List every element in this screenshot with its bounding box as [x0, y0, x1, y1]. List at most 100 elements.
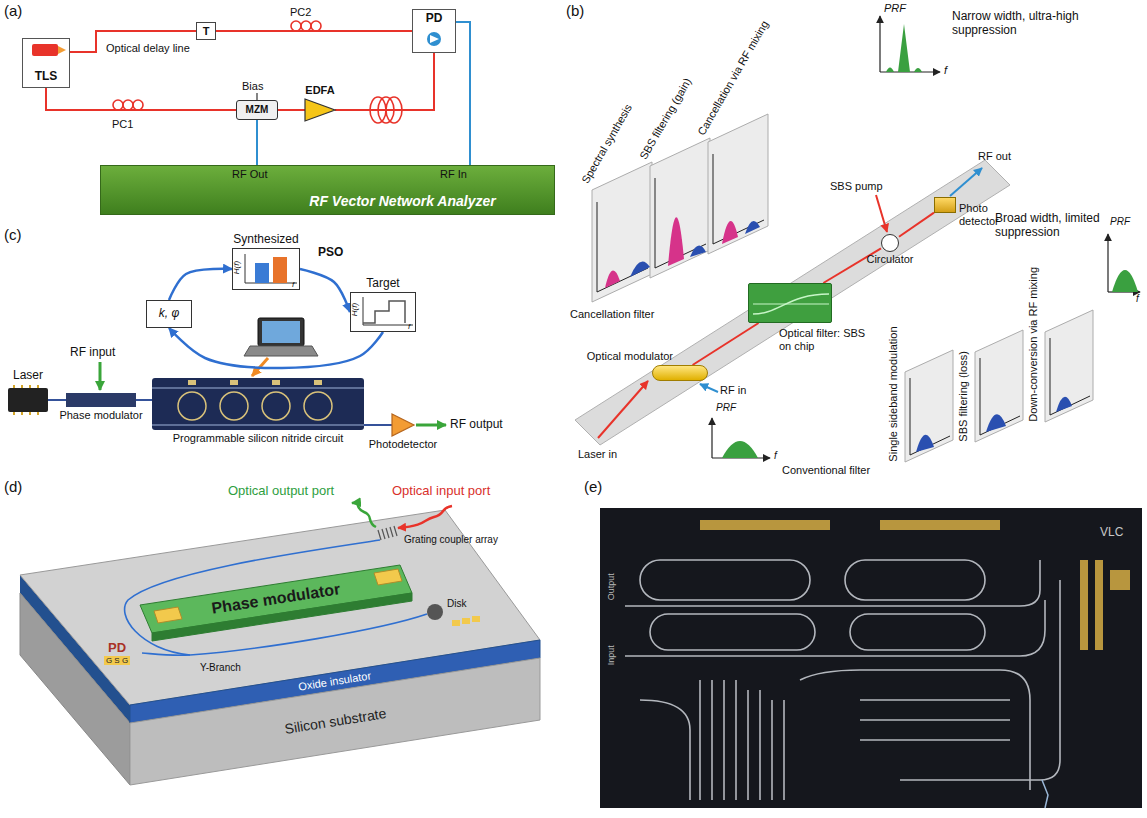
node-text: Circulator	[866, 253, 913, 266]
panel-e-photo	[600, 508, 1142, 808]
modulator-cylinder: Optical modulator	[652, 365, 708, 381]
node-text: RF Vector Network Analyzer	[309, 193, 495, 209]
port-label: Optical output port	[228, 484, 334, 499]
node-text: Phase modulator	[59, 409, 142, 422]
axis-label: f	[774, 450, 777, 462]
connector	[169, 328, 383, 368]
panel-d-art	[20, 503, 540, 785]
node-text: Optical modulator	[587, 350, 673, 363]
node-text: PD	[426, 12, 443, 26]
panel-a-art	[32, 21, 441, 123]
synthesized-chart-box: SynthesizedH(f)f	[232, 248, 300, 290]
photodetector-triangle: Photodetector	[392, 414, 414, 436]
node-text: G S G	[104, 656, 130, 665]
signal-label: RF input	[70, 346, 115, 360]
stage-label: SBS filtering (gain)	[637, 76, 694, 162]
substrate-layer: Silicon substrate	[130, 658, 540, 785]
stage-label: Down-conversion via RF mixing	[1027, 267, 1040, 422]
photodetector-box: Photo detector	[934, 197, 956, 213]
result-note: Broad width, limited suppression	[995, 212, 1103, 240]
signal-label: RF output	[450, 418, 503, 432]
photodetector-box: PD	[412, 9, 456, 53]
stage-label: Cancellation via RF mixing	[695, 19, 771, 138]
analyzer-bar: RF Vector Network Analyzer	[100, 165, 555, 215]
panel-letter: (b)	[566, 2, 584, 19]
node-text: Optical filter: SBS on chip	[779, 327, 879, 352]
stage-label: Cancellation filter	[570, 308, 654, 321]
panel-letter: (d)	[4, 478, 22, 495]
signal-label: RF in	[720, 384, 746, 397]
port-label: RF Out	[232, 168, 267, 181]
signal-label: RF out	[978, 150, 1011, 163]
laser-chip: Laser	[8, 388, 48, 412]
axis-label: PRF	[884, 2, 906, 15]
connector	[136, 399, 152, 401]
connector	[278, 109, 305, 111]
node-text: H(f)	[232, 261, 241, 274]
circulator-circle: Circulator	[881, 234, 899, 252]
delay-box: T	[196, 22, 216, 40]
chip-marking: Output	[606, 573, 616, 600]
port-label: Optical input port	[392, 484, 490, 499]
component-label: PC1	[112, 118, 133, 131]
node-illustration	[233, 249, 301, 291]
connector	[256, 120, 258, 165]
signal-label: SBS pump	[830, 180, 883, 193]
connector	[48, 399, 66, 401]
target-chart-box: TargetH(f)f	[350, 292, 416, 332]
modulator-box: MZM	[236, 100, 278, 120]
stage-label: Single sideband modulation	[887, 326, 900, 461]
laser-source-box: TLS	[22, 38, 70, 88]
component-label: Disk	[447, 598, 466, 610]
axis-label: PRF	[1110, 216, 1130, 228]
axis-label: PRF	[716, 402, 736, 414]
panel-b-art	[575, 16, 1140, 462]
axis-label: f	[944, 64, 947, 77]
connector	[300, 269, 350, 312]
node-text: Target	[366, 277, 399, 291]
port-label: RF In	[440, 168, 467, 181]
node-illustration	[8, 388, 48, 412]
shape-outline	[305, 99, 335, 121]
node-text: f	[408, 322, 410, 331]
panel-letter: (c)	[4, 226, 22, 243]
component-label: PC2	[290, 6, 311, 19]
node-text: Photodetector	[369, 438, 438, 451]
axis-label: f	[1136, 293, 1139, 305]
component-label: Optical delay line	[106, 42, 190, 55]
sbs-chip: Optical filter: SBS on chip	[748, 283, 832, 323]
node-illustration	[749, 284, 833, 324]
connector	[364, 424, 392, 426]
chip-marking: Input	[606, 645, 616, 665]
node-text: TLS	[35, 70, 58, 84]
node-illustration	[351, 293, 417, 333]
chip-marking: VLC	[1100, 526, 1123, 540]
phase-modulator-slab: Phase modulator	[138, 563, 414, 643]
signal-label: Laser in	[578, 448, 617, 461]
parameter-box: k, φ	[146, 300, 192, 328]
panel-letter: (e)	[584, 478, 602, 495]
stage-label: Conventional filter	[782, 464, 870, 477]
stage-label: SBS filtering (loss)	[957, 351, 970, 441]
node-text: Programmable silicon nitride circuit	[173, 432, 344, 445]
panel-letter: (a)	[4, 2, 22, 19]
connector	[456, 22, 470, 165]
component-label: Grating coupler array	[404, 534, 498, 546]
node-text: Synthesized	[233, 233, 298, 247]
component-label: Bias	[242, 80, 263, 93]
stage-label: Spectral synthesis	[579, 102, 635, 186]
algorithm-label: PSO	[318, 246, 343, 260]
connector	[693, 323, 759, 365]
component-label: Y-Branch	[200, 662, 241, 674]
node-text: H(f)	[350, 303, 359, 316]
photodetector-pads: PDG S G	[92, 636, 142, 670]
node-text: PD	[108, 641, 126, 656]
photonic-chip: Programmable silicon nitride circuit	[152, 378, 364, 430]
result-note: Narrow width, ultra-high suppression	[952, 10, 1102, 38]
node-text: f	[292, 280, 294, 289]
phase-modulator-bar: Phase modulator	[66, 393, 136, 407]
shape-outline	[392, 414, 414, 436]
node-text: k, φ	[159, 307, 180, 321]
node-text: T	[203, 25, 210, 38]
